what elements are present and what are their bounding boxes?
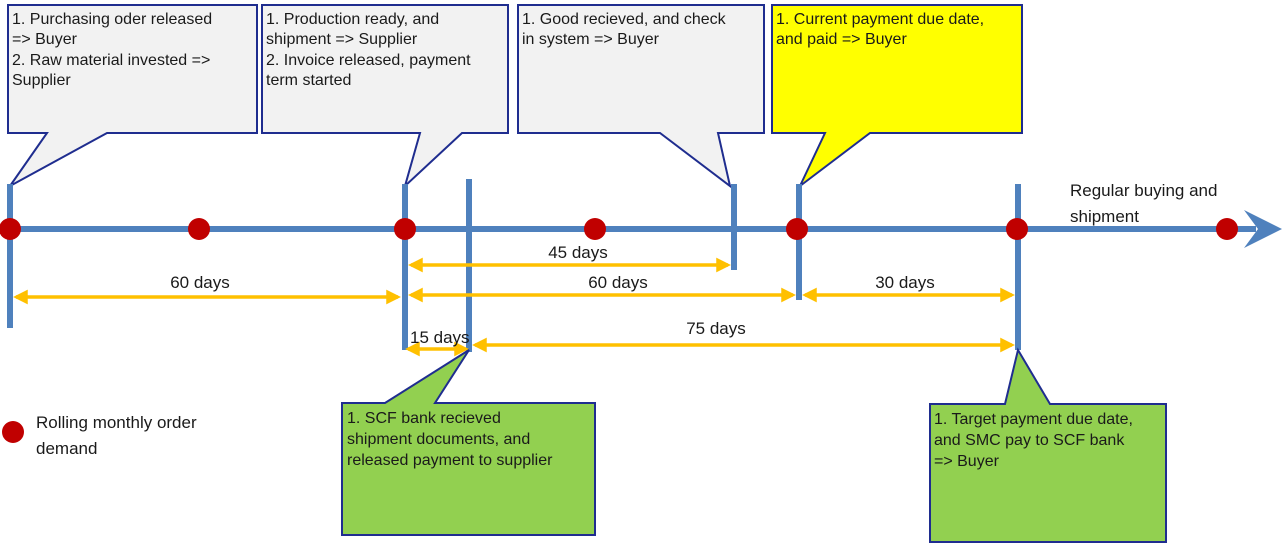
duration-45: 45 days <box>408 243 731 273</box>
duration-60-first-label: 60 days <box>170 273 230 292</box>
milestone-dot <box>394 218 416 240</box>
callout-current-payment: 1. Current payment due date, and paid =>… <box>771 4 1023 187</box>
callout-production-ready-line2: shipment => Supplier <box>266 31 418 48</box>
callout-target-payment-line3: => Buyer <box>934 453 1000 470</box>
duration-15-label: 15 days <box>410 328 470 347</box>
callout-scf-bank-line2: shipment documents, and <box>347 431 530 448</box>
callout-po-release-line2: => Buyer <box>12 31 78 48</box>
duration-60-first: 60 days <box>13 273 401 305</box>
duration-75: 75 days <box>472 319 1015 353</box>
callout-po-release-line4: Supplier <box>12 72 71 89</box>
milestone-dot <box>188 218 210 240</box>
callout-scf-bank: 1. SCF bank recieved shipment documents,… <box>341 349 596 536</box>
milestone-dot <box>0 218 21 240</box>
duration-30-label: 30 days <box>875 273 935 292</box>
duration-60-second-label: 60 days <box>588 273 648 292</box>
callout-scf-bank-line1: 1. SCF bank recieved <box>347 410 501 427</box>
callout-po-release: 1. Purchasing oder released => Buyer 2. … <box>7 4 258 187</box>
callout-target-payment-line1: 1. Target payment due date, <box>934 411 1133 428</box>
callout-po-release-line1: 1. Purchasing oder released <box>12 11 212 28</box>
callout-current-payment-line2: and paid => Buyer <box>776 31 907 48</box>
callout-target-payment: 1. Target payment due date, and SMC pay … <box>929 347 1167 543</box>
timeline-label-line1: Regular buying and <box>1070 181 1217 200</box>
duration-60-second: 60 days <box>408 273 796 303</box>
legend: Rolling monthly order demand <box>2 413 197 458</box>
milestone-dot <box>1006 218 1028 240</box>
duration-15: 15 days <box>405 328 470 357</box>
callout-production-ready-line1: 1. Production ready, and <box>266 11 439 28</box>
timeline-axis <box>10 210 1282 248</box>
callout-production-ready-line4: term started <box>266 72 351 89</box>
duration-30: 30 days <box>802 273 1015 303</box>
milestone-dots <box>0 218 1238 240</box>
callout-target-payment-line2: and SMC pay to SCF bank <box>934 432 1125 449</box>
callout-production-ready-line3: 2. Invoice released, payment <box>266 52 471 69</box>
callout-goods-received-line2: in system => Buyer <box>522 31 660 48</box>
legend-dot-icon <box>2 421 24 443</box>
callout-goods-received-line1: 1. Good recieved, and check <box>522 11 727 28</box>
milestone-dot <box>584 218 606 240</box>
legend-label-line2: demand <box>36 439 97 458</box>
milestone-dot <box>1216 218 1238 240</box>
timeline-label-line2: shipment <box>1070 207 1139 226</box>
callout-goods-received: 1. Good recieved, and check in system =>… <box>517 4 765 189</box>
callout-po-release-line3: 2. Raw material invested => <box>12 52 210 69</box>
duration-45-label: 45 days <box>548 243 608 262</box>
duration-75-label: 75 days <box>686 319 746 338</box>
callout-current-payment-line1: 1. Current payment due date, <box>776 11 984 28</box>
callout-production-ready: 1. Production ready, and shipment => Sup… <box>261 4 509 190</box>
legend-label-line1: Rolling monthly order <box>36 413 197 432</box>
callout-scf-bank-line3: released payment to supplier <box>347 452 553 469</box>
milestone-dot <box>786 218 808 240</box>
